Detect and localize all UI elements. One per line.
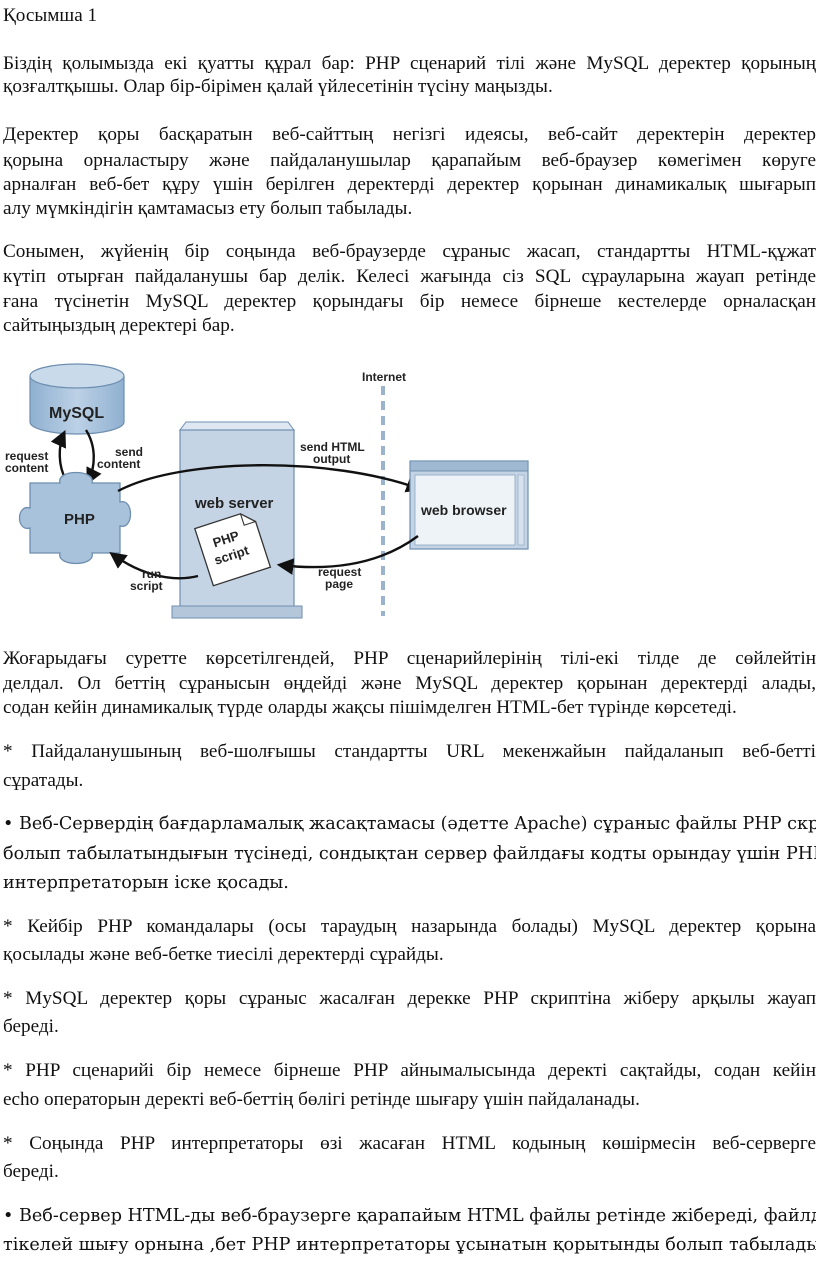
bullet-2-line-1: • Веб-Сервердің бағдарламалық жасақтамас… — [3, 814, 816, 834]
paragraph-2-line-1: Деректер қоры басқаратын веб-сайттың нег… — [3, 124, 816, 145]
paragraph-2-line-2: қорына орналастыру және пайдаланушылар қ… — [3, 150, 816, 171]
bullet-6-line-1: * Соңында PHP интерпретаторы өзі жасаған… — [3, 1133, 816, 1154]
php-label: PHP — [64, 511, 95, 528]
bullet-3-line-2: қосылады және веб-бетке тиесілі деректер… — [3, 944, 444, 965]
bullet-2-line-3: интерпретаторын іске қосады. — [3, 873, 289, 893]
request-page-arrow — [276, 535, 419, 575]
mysql-label: MySQL — [49, 405, 104, 422]
bullet-6-line-2: береді. — [3, 1161, 59, 1182]
paragraph-3-line-1: Сонымен, жүйенің бір соңында веб-браузер… — [3, 241, 816, 262]
web-server-label: web server — [194, 495, 274, 512]
heading: Қосымша 1 — [3, 5, 98, 26]
bullet-5-line-2: echo операторын деректі веб-беттің бөліг… — [3, 1089, 640, 1110]
paragraph-1-line-1: Біздің қолымызда екі қуатты құрал бар: P… — [3, 53, 816, 74]
paragraph-3-line-4: сайтыңыздың деректері бар. — [3, 315, 235, 336]
request-content-arrow — [50, 429, 68, 481]
web-browser-window — [409, 460, 529, 550]
paragraph-4-line-2: делдал. Ол беттің сұранысын өңдейді және… — [3, 673, 816, 694]
paragraph-4-line-3: содан кейін динамикалық түрде оларды жақ… — [3, 697, 737, 718]
paragraph-3-line-2: күтіп отырған пайдаланушы бар делік. Кел… — [3, 266, 816, 287]
mysql-database-icon — [29, 363, 125, 435]
bullet-3-line-1: * Кейбір PHP командалары (осы тараудың н… — [3, 916, 816, 937]
bullet-2-line-2: болып табылатындығын түсінеді, сондықтан… — [3, 844, 816, 864]
bullet-4-line-2: береді. — [3, 1016, 59, 1037]
bullet-7-line-2: тікелей шығу орнына ,бет PHP интерпретат… — [3, 1235, 816, 1255]
internet-label: Internet — [362, 370, 406, 384]
php-script-document-icon — [193, 513, 272, 587]
bullet-1-line-1: * Пайдаланушының веб-шолғышы стандартты … — [3, 741, 816, 762]
bullet-5-line-1: * PHP сценарийі бір немесе бірнеше PHP а… — [3, 1060, 816, 1081]
paragraph-2-line-3: арналған веб-бет құру үшін берілген дере… — [3, 174, 816, 195]
bullet-1-line-2: сұратады. — [3, 770, 84, 791]
paragraph-1-line-2: қозғалтқышы. Олар бір-бірімен қалай үйле… — [3, 76, 553, 97]
send-html-output-arrow — [117, 464, 424, 493]
paragraph-3-line-3: ғана түсінетін MySQL деректер қорындағы … — [3, 291, 816, 312]
bullet-7-line-1: • Веб-сервер HTML-ды веб-браузерге қарап… — [3, 1206, 816, 1226]
bullet-4-line-1: * MySQL деректер қоры сұраныс жасалған д… — [3, 988, 816, 1009]
paragraph-2-line-4: алу мүмкіндігін қамтамасыз ету болып таб… — [3, 198, 413, 219]
web-browser-label: web browser — [420, 502, 507, 518]
run-script-arrow — [109, 552, 199, 580]
paragraph-4-line-1: Жоғарыдағы суретте көрсетілгендей, PHP с… — [3, 648, 816, 669]
